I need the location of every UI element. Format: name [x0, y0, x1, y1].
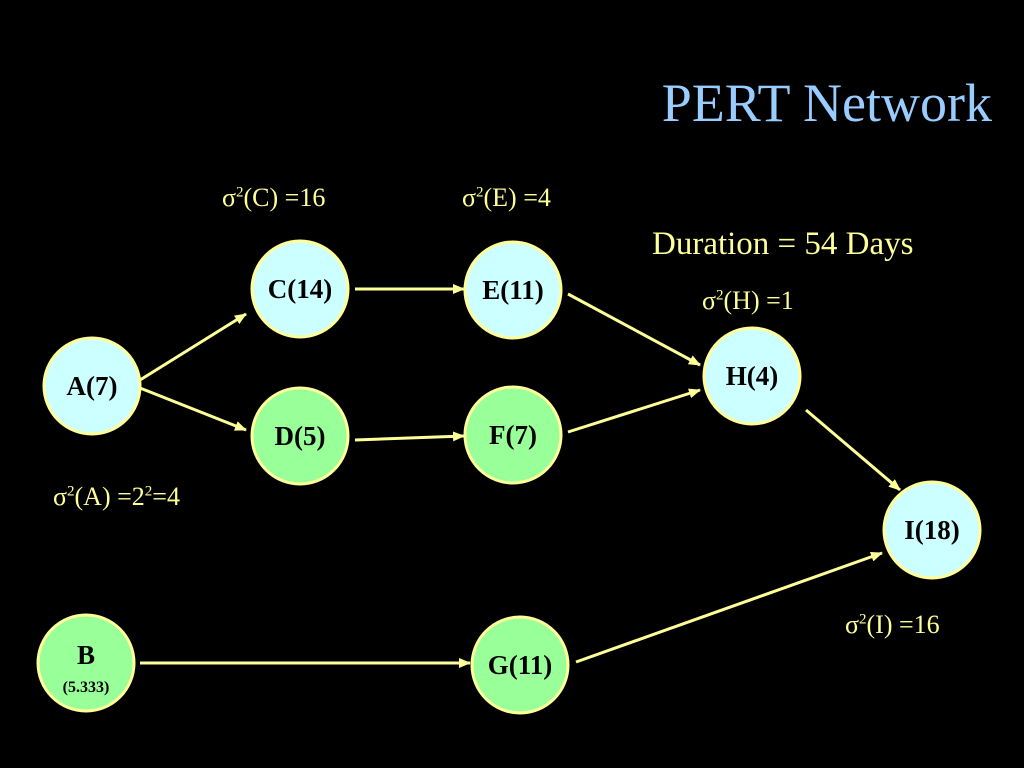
sigma-symbol: σ: [702, 286, 717, 315]
sigma-symbol: σ: [462, 183, 477, 212]
variance-a-tail: =4: [152, 482, 180, 511]
variance-c-text: (C) =16: [243, 183, 326, 212]
node-d: D(5): [250, 386, 350, 486]
node-h: H(4): [702, 326, 802, 426]
node-d-label: D(5): [275, 421, 326, 451]
node-e-circle: [463, 240, 563, 340]
node-f: F(7): [463, 385, 563, 485]
exponent: 2: [236, 184, 244, 201]
node-h-circle: [702, 326, 802, 426]
variance-i: σ2(I) =16: [845, 610, 940, 640]
node-e-label: E(11): [482, 275, 544, 305]
node-c-circle: [250, 239, 350, 339]
node-c: C(14): [250, 239, 350, 339]
edge-g-to-i-arrow: [575, 551, 883, 664]
node-i-label: I(18): [904, 515, 960, 545]
node-b-sublabel: (5.333): [63, 679, 110, 696]
node-c-label: C(14): [268, 274, 332, 304]
variance-h: σ2(H) =1: [702, 286, 794, 316]
node-g-circle: [470, 615, 570, 715]
node-f-circle: [463, 385, 563, 485]
node-h-label: H(4): [726, 361, 778, 391]
node-g: G(11): [470, 615, 570, 715]
nodes-layer: A(7) B (5.333) C(14) D(5) E(11) F(7) G(11) H(4) I…: [36, 239, 982, 715]
exponent: 2: [144, 483, 153, 500]
node-a-circle: [42, 336, 142, 436]
node-f-label: F(7): [489, 420, 537, 450]
edge-e-to-h-arrow: [567, 292, 701, 367]
exponent: 2: [716, 287, 724, 304]
variance-h-text: (H) =1: [723, 286, 794, 315]
node-i-circle: [882, 480, 982, 580]
node-b-circle: [36, 613, 136, 713]
edge-h-to-i-arrow: [805, 408, 901, 492]
edge-a-to-d-arrow: [139, 386, 247, 432]
node-b-label: B: [77, 640, 95, 670]
variance-a-text: (A) =2: [74, 482, 145, 511]
node-e: E(11): [463, 240, 563, 340]
exponent: 2: [859, 611, 867, 628]
exponent: 2: [67, 483, 75, 500]
duration-label: Duration = 54 Days: [652, 226, 914, 262]
variance-i-text: (I) =16: [866, 610, 940, 639]
node-i: I(18): [882, 480, 982, 580]
slide-title: PERT Network: [661, 73, 992, 133]
edge-f-to-h-arrow: [567, 388, 701, 434]
node-g-label: G(11): [488, 650, 553, 680]
edge-a-to-c-arrow: [139, 312, 247, 382]
variance-a: σ2(A) =22=4: [53, 482, 180, 512]
edge-d-to-f-arrow: [354, 431, 465, 442]
sigma-symbol: σ: [845, 610, 860, 639]
sigma-symbol: σ: [53, 482, 68, 511]
node-a: A(7): [42, 336, 142, 436]
variance-c: σ2(C) =16: [222, 183, 325, 213]
variance-e: σ2(E) =4: [462, 183, 551, 213]
exponent: 2: [476, 184, 484, 201]
node-d-circle: [250, 386, 350, 486]
edges-layer: [139, 284, 901, 668]
node-a-label: A(7): [67, 371, 118, 401]
node-b: B (5.333): [36, 613, 136, 713]
variance-e-text: (E) =4: [483, 183, 551, 212]
sigma-symbol: σ: [222, 183, 237, 212]
